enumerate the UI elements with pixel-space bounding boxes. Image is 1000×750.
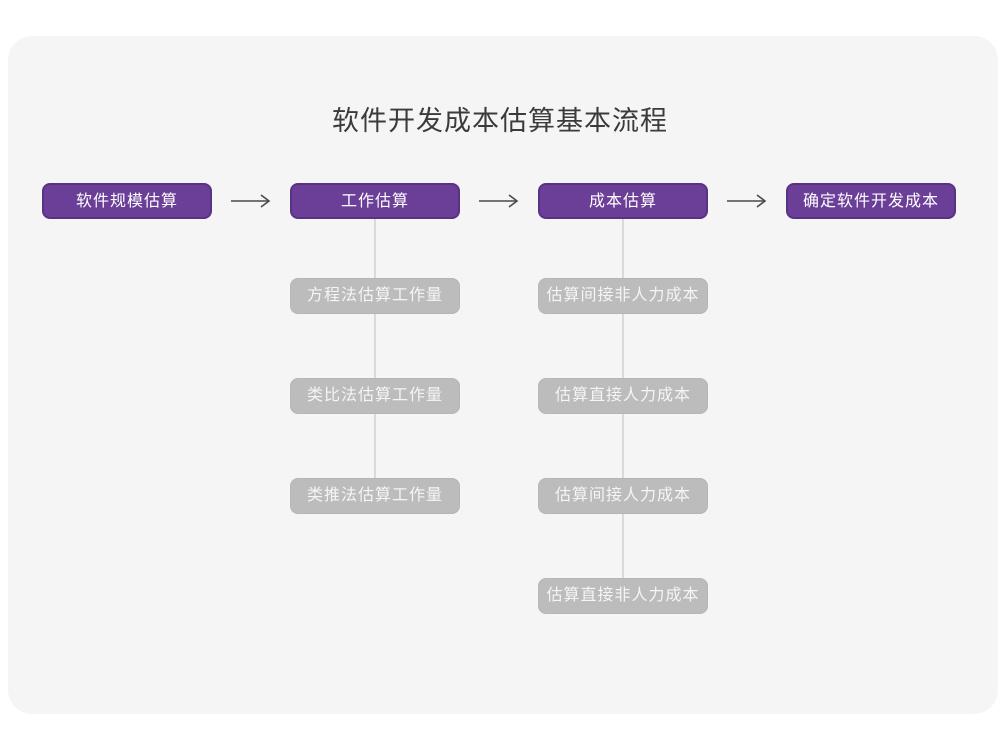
cost-step-node-direct-labor: 估算直接人力成本 — [538, 378, 708, 414]
cost-step-node-indirect-labor: 估算间接人力成本 — [538, 478, 708, 514]
arrow-right-icon-1 — [228, 192, 274, 210]
flow-step-software-scale-estimation: 软件规模估算 — [42, 183, 212, 219]
cost-step-node-direct-nonlabor: 估算直接非人力成本 — [538, 578, 708, 614]
flow-step-work-estimation: 工作估算 — [290, 183, 460, 219]
flow-diagram-card — [8, 36, 998, 714]
work-method-node-equation: 方程法估算工作量 — [290, 278, 460, 314]
work-method-node-analogy: 类比法估算工作量 — [290, 378, 460, 414]
arrow-right-icon-3 — [724, 192, 770, 210]
work-method-node-extrapolation: 类推法估算工作量 — [290, 478, 460, 514]
flow-step-cost-estimation: 成本估算 — [538, 183, 708, 219]
arrow-right-icon-2 — [476, 192, 522, 210]
cost-step-node-indirect-nonlabor: 估算间接非人力成本 — [538, 278, 708, 314]
flow-step-determine-development-cost: 确定软件开发成本 — [786, 183, 956, 219]
diagram-title: 软件开发成本估算基本流程 — [332, 106, 668, 136]
connector-line-work-methods — [374, 219, 376, 496]
